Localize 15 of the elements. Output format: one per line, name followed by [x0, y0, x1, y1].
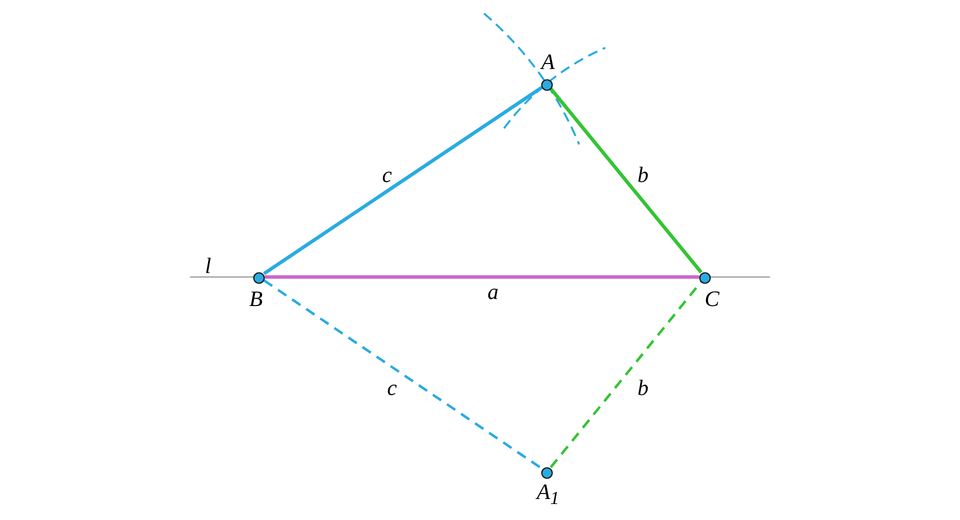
- point-label: A$_{1}$: [536, 480, 560, 510]
- line-segment: [263, 86, 543, 276]
- edge-label: b: [638, 377, 648, 399]
- line-segment: [265, 275, 699, 279]
- point-label: C: [704, 288, 720, 310]
- edge-label: a: [488, 281, 498, 303]
- line-name-label: l: [204, 255, 212, 277]
- point-label: A: [541, 51, 555, 73]
- line-segment: [550, 280, 702, 468]
- line-segment: [263, 279, 543, 470]
- line-segment: [549, 88, 703, 274]
- edge-label: c: [382, 164, 392, 186]
- edge-label: b: [638, 164, 648, 186]
- point-label: B: [249, 288, 263, 310]
- edge-label: c: [387, 377, 397, 399]
